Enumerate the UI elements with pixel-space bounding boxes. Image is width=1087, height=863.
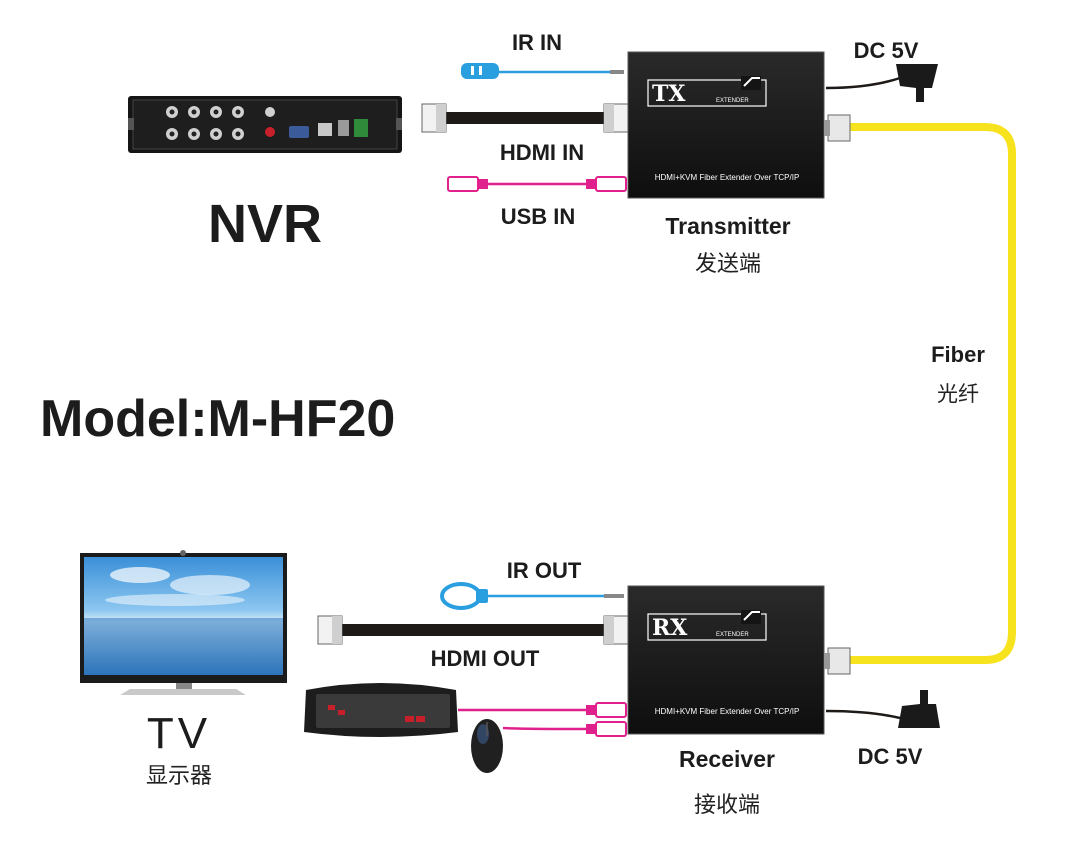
ir-in-cable [461,63,624,79]
receiver-label: Receiver [679,746,775,772]
transmitter-device [627,51,851,199]
fiber-label-cn: 光纤 [937,382,979,406]
usb-in-label: USB IN [501,204,576,229]
fiber-label: Fiber [931,342,985,367]
receiver-label-cn: 接收端 [694,793,760,818]
nvr-label: NVR [208,194,322,254]
tx-dc-label: DC 5V [854,38,919,63]
transmitter-badge: TX [652,81,686,107]
ir-out-cable [440,582,624,610]
receiver-badge: RX [652,615,688,641]
tv-device [80,550,287,695]
receiver-badge-sub: EXTENDER [716,632,749,638]
hdmi-out-label: HDMI OUT [431,646,540,671]
tv-label-cn: 显示器 [146,764,212,789]
ir-out-label: IR OUT [507,558,582,583]
usb-in-cable [447,176,627,192]
transmitter-desc: HDMI+KVM Fiber Extender Over TCP/IP [655,173,800,182]
usb-out-cables [458,702,627,737]
keyboard-device [304,683,458,737]
transmitter-badge-sub: EXTENDER [716,98,749,104]
rx-power-adapter [825,690,940,728]
tv-label: TV [147,709,211,758]
rx-dc-label: DC 5V [858,744,923,769]
hdmi-out-cable [317,615,629,645]
hdmi-in-label: HDMI IN [500,140,584,165]
model-title: Model:M-HF20 [40,390,395,448]
nvr-device [128,96,402,153]
ir-in-label: IR IN [512,30,562,55]
mouse-device [471,719,503,773]
receiver-desc: HDMI+KVM Fiber Extender Over TCP/IP [655,707,800,716]
transmitter-label-cn: 发送端 [695,252,761,277]
transmitter-label: Transmitter [665,213,790,239]
tx-power-adapter [825,64,938,102]
receiver-device [627,585,851,735]
fiber-cable [850,123,1016,664]
hdmi-in-cable [421,103,629,133]
